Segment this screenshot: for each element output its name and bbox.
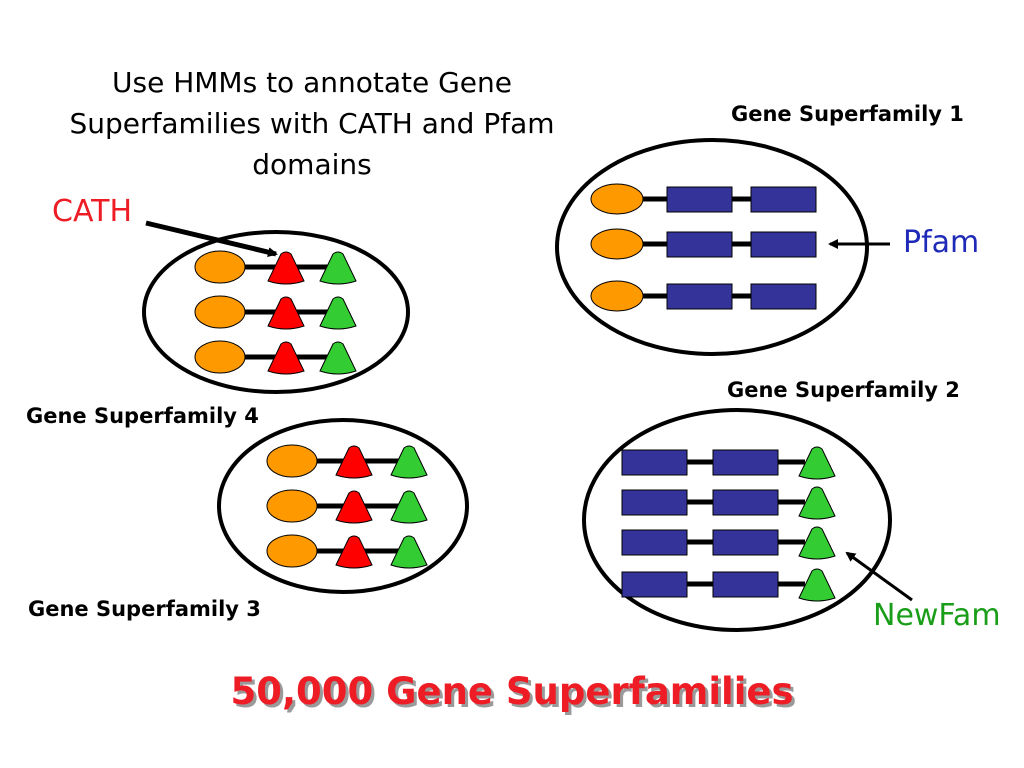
orange-domain <box>194 340 246 374</box>
pfam-domain <box>750 283 817 310</box>
newfam-label: NewFam <box>873 598 1001 633</box>
pfam-domain <box>712 529 779 556</box>
pfam-domain <box>666 283 733 310</box>
footer-title: 50,000 Gene Superfamilies <box>230 670 794 713</box>
heading-line-3: domains <box>252 148 372 181</box>
cath-label: CATH <box>52 194 133 229</box>
pfam-domain <box>666 186 733 213</box>
protein-row <box>266 444 428 479</box>
superfamily-4-ellipse <box>142 230 410 394</box>
orange-domain <box>590 183 644 215</box>
slide-heading: Use HMMs to annotate Gene Superfamilies … <box>0 62 624 185</box>
superfamily-2-group <box>582 408 892 632</box>
pfam-domain <box>712 571 779 598</box>
protein-row <box>194 295 357 330</box>
orange-domain <box>266 489 318 523</box>
superfamily-1-group <box>555 138 869 356</box>
pfam-domain <box>750 186 817 213</box>
superfamily-3-label: Gene Superfamily 3 <box>28 597 261 621</box>
orange-domain <box>194 250 246 284</box>
orange-domain <box>266 534 318 568</box>
superfamily-4-label: Gene Superfamily 4 <box>26 404 259 428</box>
orange-domain <box>266 444 318 478</box>
pfam-domain <box>712 449 779 476</box>
pfam-domain <box>621 571 688 598</box>
cath-arrow <box>145 220 278 258</box>
heading-line-1: Use HMMs to annotate Gene <box>112 66 512 99</box>
protein-row <box>621 568 836 602</box>
protein-row <box>621 526 836 560</box>
pfam-domain <box>750 231 817 258</box>
orange-domain <box>590 280 644 312</box>
pfam-domain <box>712 489 779 516</box>
superfamily-1-label: Gene Superfamily 1 <box>731 102 964 126</box>
orange-domain <box>590 228 644 260</box>
pfam-label: Pfam <box>903 225 980 260</box>
protein-row <box>590 183 817 215</box>
pfam-domain <box>666 231 733 258</box>
protein-row <box>266 489 428 524</box>
pfam-domain <box>621 529 688 556</box>
protein-row <box>194 250 357 285</box>
superfamily-4-group <box>142 230 410 394</box>
pfam-domain <box>621 489 688 516</box>
protein-row <box>590 280 817 312</box>
orange-domain <box>194 295 246 329</box>
protein-row <box>590 228 817 260</box>
protein-row <box>266 534 428 569</box>
protein-row <box>621 446 836 480</box>
superfamily-3-group <box>217 418 469 594</box>
protein-row <box>194 340 357 375</box>
protein-row <box>621 486 836 520</box>
superfamily-1-ellipse <box>555 138 869 356</box>
pfam-domain <box>621 449 688 476</box>
newfam-arrow <box>845 551 913 602</box>
heading-line-2: Superfamilies with CATH and Pfam <box>69 107 555 140</box>
superfamily-3-ellipse <box>217 418 469 594</box>
superfamily-2-ellipse <box>582 408 892 632</box>
superfamily-2-label: Gene Superfamily 2 <box>727 378 960 402</box>
